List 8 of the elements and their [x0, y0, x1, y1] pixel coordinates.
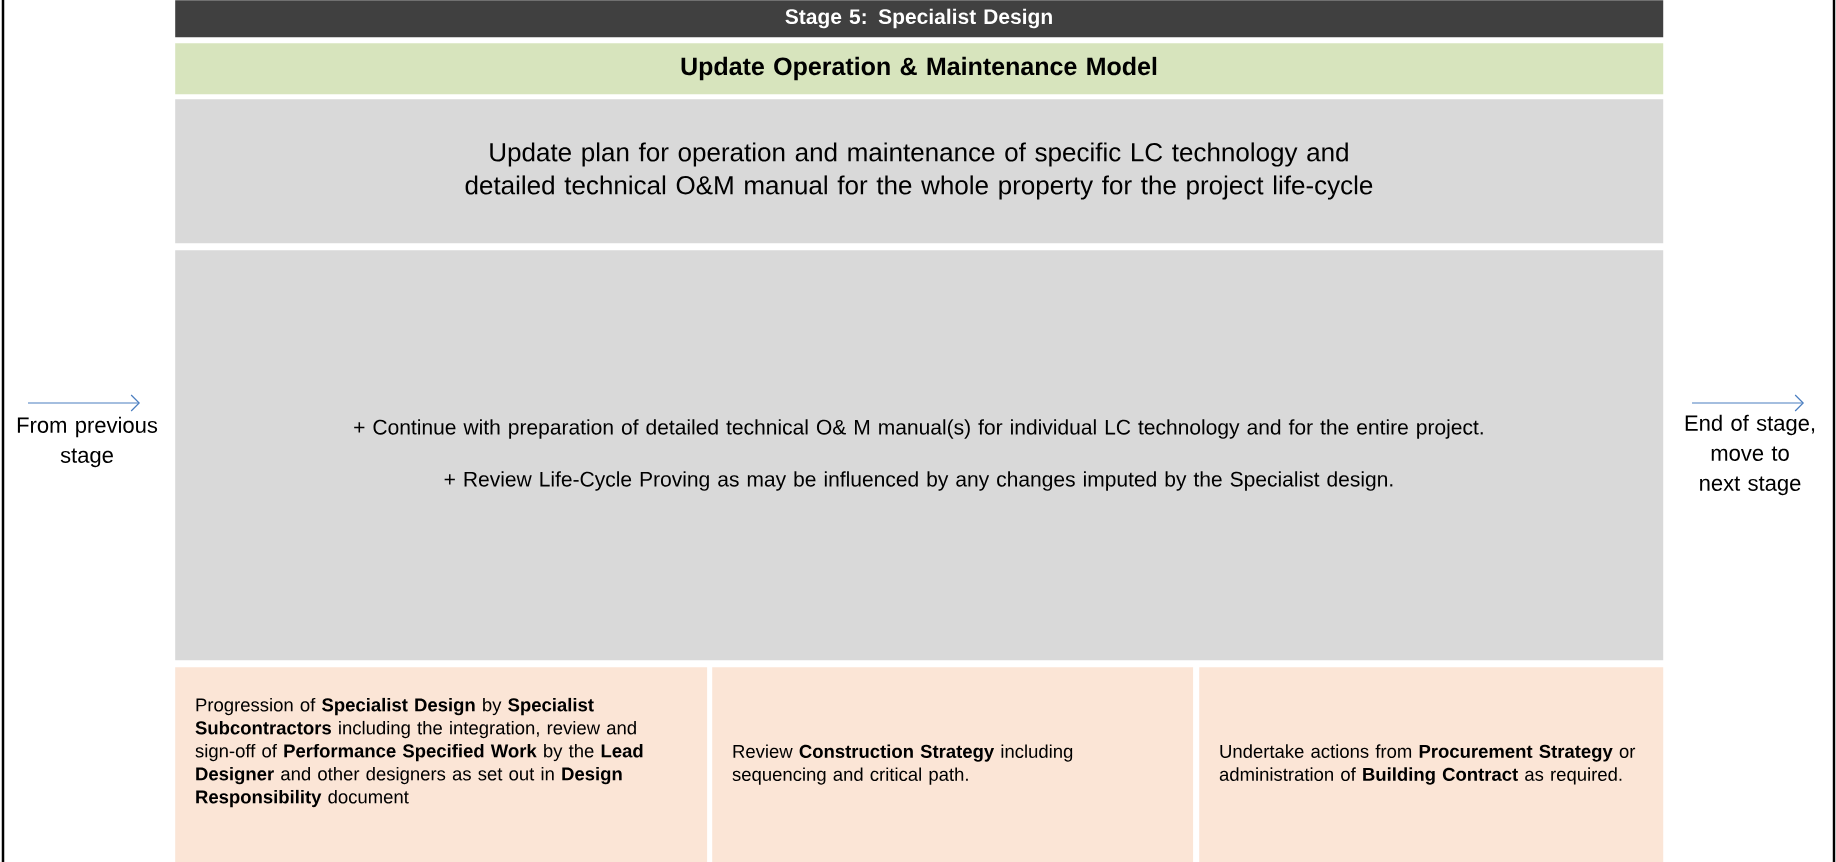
description-box: Update plan for operation and maintenance of specific LC technology and detailed technical O&M manual for the whole property for the project life-cycle — [175, 99, 1664, 244]
note-box: Review Construction Strategy including sequencing and critical path. — [712, 667, 1194, 862]
task-panel: + Continue with preparation of detailed technical O& M manual(s) for individual LC technology and for the entire project. + Review Life-Cycle Proving as may be influenced by any changes imputed by the Specialist design. — [175, 250, 1664, 661]
title-bar: Stage 5: Specialist Design — [175, 0, 1664, 38]
heading-band: Update Operation & Maintenance Model — [175, 43, 1664, 95]
side-label: End of stage, move to next stage — [1685, 414, 1815, 496]
note-box: Undertake actions from Procurement Strategy or administration of Building Contract as required. — [1199, 667, 1664, 862]
note-box: Progression of Specialist Design by Specialist Subcontractors including the integration, review and sign-off of Performance Specified Work by the Lead Designer and other designers as set out in Design Responsibility document — [175, 667, 708, 862]
